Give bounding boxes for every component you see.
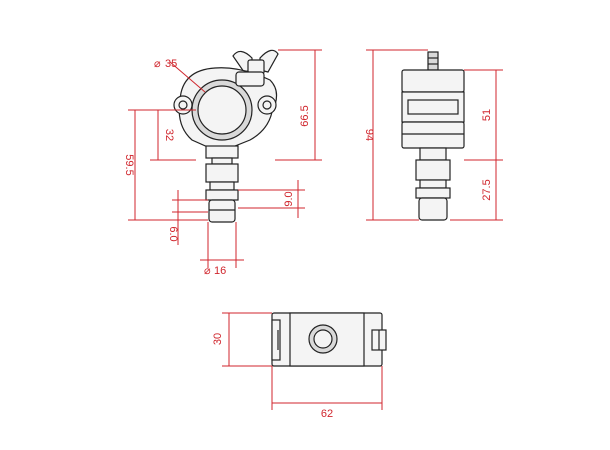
spigot-recess-label: 6.0 — [167, 226, 179, 241]
right-lug — [257, 95, 277, 115]
overall-height-label: 66.5 — [299, 105, 311, 126]
side-dimensions: 94 51 27.5 — [363, 49, 503, 221]
front-dimensions: ⌀ 35 66.5 32 59.5 9.0 6.0 ⌀ 16 — [123, 49, 322, 277]
left-lug — [173, 95, 193, 115]
spigot-diameter-prefix: ⌀ — [204, 265, 211, 277]
neck — [205, 145, 239, 159]
spigot-length-label: 9.0 — [283, 191, 295, 206]
side-overall-height-label: 94 — [363, 129, 375, 141]
tube-diameter-value: 35 — [165, 58, 177, 70]
bottom-width-label: 62 — [321, 408, 333, 420]
side-lower-height-label: 27.5 — [481, 179, 493, 200]
spigot — [205, 163, 239, 223]
wing-nut — [232, 49, 279, 75]
bottom-view — [271, 312, 387, 367]
side-upper-height-label: 51 — [481, 109, 493, 121]
total-height-label: 59.5 — [123, 154, 135, 175]
side-view — [401, 51, 465, 221]
bottom-dimensions: 30 62 — [212, 312, 383, 420]
spigot-diameter-label: 16 — [214, 265, 226, 277]
ring-height-label: 32 — [163, 129, 175, 141]
front-view — [173, 49, 279, 223]
bottom-depth-label: 30 — [212, 333, 224, 345]
tube-diameter-label: ⌀ — [154, 58, 161, 70]
